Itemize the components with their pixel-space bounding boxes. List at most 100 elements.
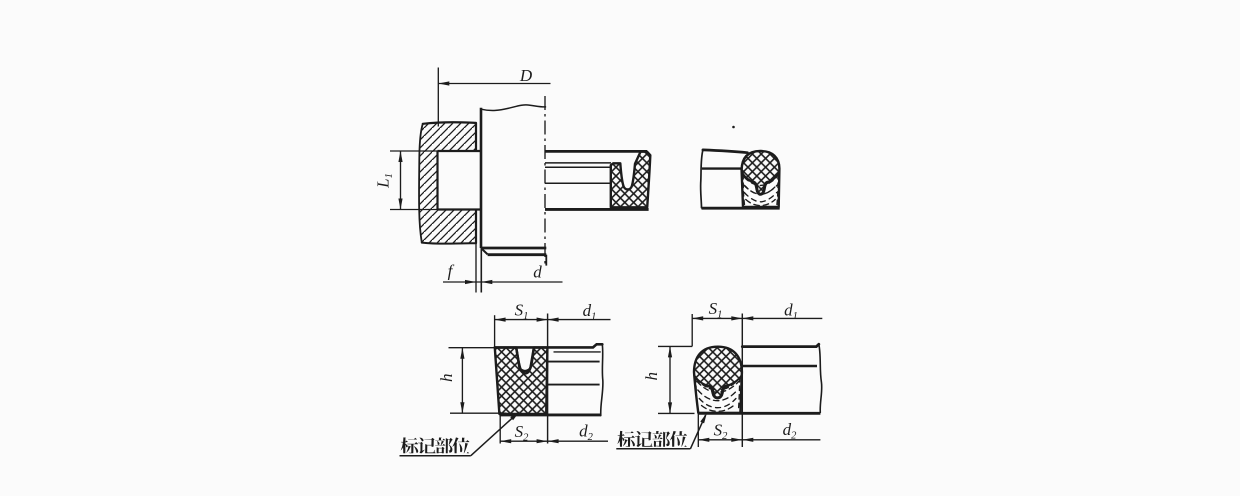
label-text: d [783, 420, 792, 439]
housing-top-edge [421, 121, 478, 125]
seal-body-hatch [610, 151, 651, 208]
dim-label-d1: d1 [784, 300, 798, 322]
rod-broken-right-edge [818, 343, 823, 414]
seal-fabric-texture [742, 174, 757, 185]
housing-broken-left-edge [418, 122, 424, 244]
groove-top-surface-line [701, 148, 749, 155]
dim-label-d: d [533, 263, 542, 282]
dim-label-d2: d2 [579, 422, 594, 444]
label-subscript: 2 [523, 433, 529, 444]
dimension-arrowhead [536, 439, 548, 444]
seal-detail-fabric-installed [699, 125, 781, 210]
dimension-arrowhead [398, 151, 403, 162]
dimension-arrowhead [698, 437, 710, 442]
dimension-arrowhead [398, 198, 403, 210]
marking-position-label [400, 437, 470, 454]
label-subscript: 1 [591, 311, 596, 322]
seal-fabric-texture [743, 191, 778, 203]
dimension-arrowhead [510, 411, 520, 421]
cjk-glyph [400, 437, 419, 454]
seal-fabric-texture [776, 173, 779, 206]
seal-fabric-texture [737, 376, 741, 411]
label-subscript: 2 [722, 431, 728, 442]
dim-label-D: D [519, 66, 533, 85]
dim-label-S1: S1 [709, 299, 723, 321]
housing-broken-edge [699, 149, 704, 209]
seal-outline [740, 149, 781, 209]
dimension-arrowhead [731, 437, 743, 442]
dimension-arrowhead [494, 317, 506, 322]
seal-fabric-texture [742, 173, 746, 206]
dim-label-S2: S2 [515, 422, 530, 444]
seal-body-hatch [494, 347, 548, 414]
seal-u-groove [514, 346, 536, 373]
dimension-arrowhead [481, 279, 493, 285]
label-subscript: 2 [791, 431, 797, 442]
dimension-arrowhead [500, 439, 512, 444]
dim-label-d2: d2 [783, 420, 798, 442]
cjk-glyph [452, 437, 470, 454]
label-text: D [519, 66, 533, 85]
cjk-glyph [669, 430, 688, 447]
leader-line [470, 413, 518, 457]
seal-fabric-texture [723, 378, 740, 390]
label-text: L [374, 178, 393, 188]
dim-label-h: h [437, 374, 456, 383]
dimension-arrowhead [547, 439, 559, 444]
label-text: h [642, 372, 661, 381]
dimension-arrowhead [438, 81, 450, 86]
dimension-arrowhead [536, 317, 548, 322]
label-text: d [784, 300, 793, 319]
rod-broken-right-edge [599, 343, 604, 417]
label-subscript: 1 [793, 311, 798, 322]
seal-fabric-texture [720, 383, 732, 391]
housing-bottom-edge [420, 241, 477, 245]
label-subscript: 1 [523, 311, 528, 322]
rod-chamfer-edge [480, 247, 489, 256]
label-text: f [448, 261, 455, 280]
dimension-arrowhead [460, 402, 465, 414]
label-text: d [533, 263, 542, 282]
cjk-glyph [652, 430, 671, 447]
seal-outline [609, 150, 652, 209]
seal-fabric-texture [745, 198, 776, 207]
dimension-arrowhead [742, 437, 754, 442]
seal-rubber-crown-hatch [741, 150, 780, 195]
dimension-arrowhead [547, 317, 559, 322]
cjk-glyph [634, 430, 653, 447]
rod-top-edge [493, 343, 604, 349]
seal-fabric-texture [764, 185, 777, 195]
dimension-arrowhead [465, 279, 476, 285]
assembly-section-view: D L1 f d [374, 66, 563, 293]
label-subscript: 1 [384, 173, 395, 178]
dim-label-f: f [448, 261, 455, 280]
cjk-glyph [417, 437, 436, 454]
seal-detail-rubber-installed [545, 150, 652, 211]
seal-fabric-texture [743, 184, 778, 196]
label-text: S [709, 299, 718, 318]
seal-fabric-texture [700, 404, 735, 412]
label-subscript: 2 [588, 432, 594, 443]
dimension-arrowhead [692, 316, 704, 321]
seal-fabric-texture [696, 380, 740, 393]
dim-label-d1: d1 [583, 301, 597, 323]
seal-fabric-texture [764, 174, 779, 185]
dim-label-S2: S2 [714, 421, 729, 443]
label-text: d [579, 422, 588, 441]
seal-fabric-texture [743, 176, 778, 187]
dimension-arrowhead [700, 412, 707, 424]
label-text: d [583, 301, 592, 320]
cjk-glyph [435, 437, 453, 454]
dimension-arrowhead [731, 316, 743, 321]
seal-fabric-texture [698, 397, 737, 409]
marking-position-label [617, 430, 688, 447]
rod-top-edge [740, 342, 821, 348]
rod-break-line [480, 104, 547, 112]
dimension-arrowhead [742, 316, 754, 321]
speck [732, 125, 735, 129]
seal-rubber-crown-hatch [694, 346, 742, 398]
dim-label-L1: L1 [374, 173, 396, 189]
